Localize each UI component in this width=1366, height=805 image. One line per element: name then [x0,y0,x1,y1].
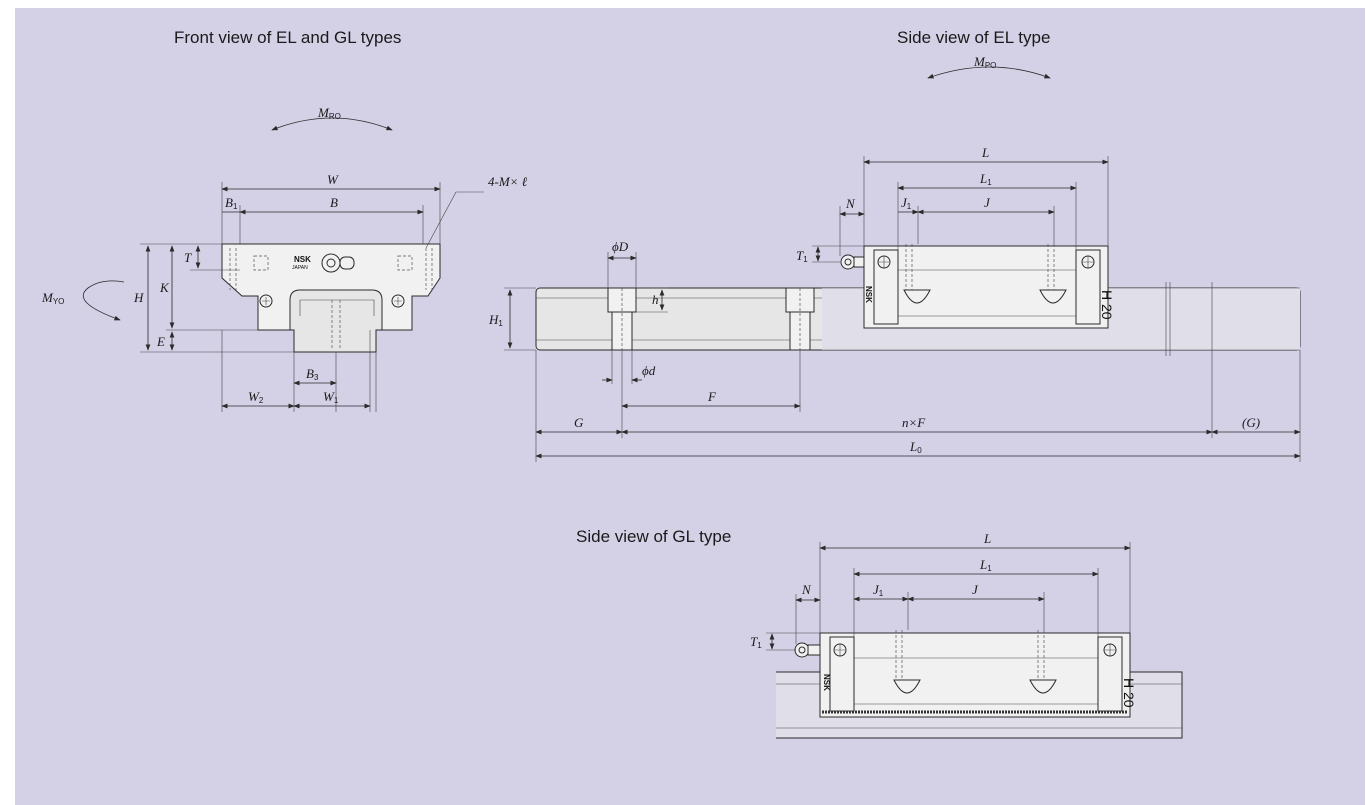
nsk-logo-side-el: NSK [864,286,873,303]
size-mark-el: H 20 [1099,290,1115,320]
label-j1: J1 [901,195,912,211]
label-m-po: MPO [973,54,996,70]
moment-yo-arrow [82,280,125,321]
carriage-side-gl [819,632,1131,718]
label-l1-gl: L1 [979,557,992,573]
label-h: H [133,290,144,305]
label-h1: H1 [488,312,503,328]
carriage-side-el [863,245,1109,329]
label-b1: B1 [225,195,238,211]
label-l: L [981,145,989,160]
label-h-small: h [652,292,659,307]
label-b: B [330,195,338,210]
label-phi-d-small: ϕd [642,363,656,378]
label-e: E [156,334,165,349]
size-mark-gl: H 20 [1121,678,1137,708]
side-view-gl: NSK H 20 L L1 J1 J N T1 [750,531,1183,739]
label-4-m-l: 4-M× ℓ [488,174,528,189]
label-t1-gl: T1 [750,634,762,650]
label-g: G [574,415,584,430]
label-t1: T1 [796,248,808,264]
label-k: K [159,280,170,295]
label-w1: W1 [323,389,339,405]
label-b3: B3 [306,366,319,382]
moment-po-arrow [927,66,1051,79]
label-n-gl: N [801,582,812,597]
label-m-ro: MRO [317,105,341,121]
label-n: N [845,196,856,211]
moment-ro-arrow [271,117,393,131]
label-l1: L1 [979,171,992,187]
label-f: F [707,389,717,404]
title-side-view-gl: Side view of GL type [576,527,731,546]
title-front-view: Front view of EL and GL types [174,28,401,47]
label-w2: W2 [248,389,264,405]
nsk-logo-side-gl: NSK [822,674,831,691]
label-j: J [984,195,991,210]
label-j-gl: J [972,582,979,597]
label-t: T [184,250,192,265]
title-side-view-el: Side view of EL type [897,28,1050,47]
side-view-el: MPO NSK H 20 [488,54,1301,462]
label-m-yo: MYO [41,290,64,306]
carriage-front-body [221,243,441,331]
grease-nipple [321,253,341,273]
rail-front-profile [289,289,383,353]
label-g-paren: (G) [1242,415,1260,430]
label-phi-d-large: ϕD [612,239,629,254]
label-l-gl: L [983,531,991,546]
label-l0: L0 [909,439,922,455]
label-j1-gl: J1 [873,582,884,598]
front-view: MRO MYO NSK JAPAN W [41,105,528,412]
nsk-logo: NSK [294,255,311,264]
logo-japan: JAPAN [292,265,308,271]
label-n-times-f: n×F [902,415,926,430]
label-w: W [327,172,339,187]
